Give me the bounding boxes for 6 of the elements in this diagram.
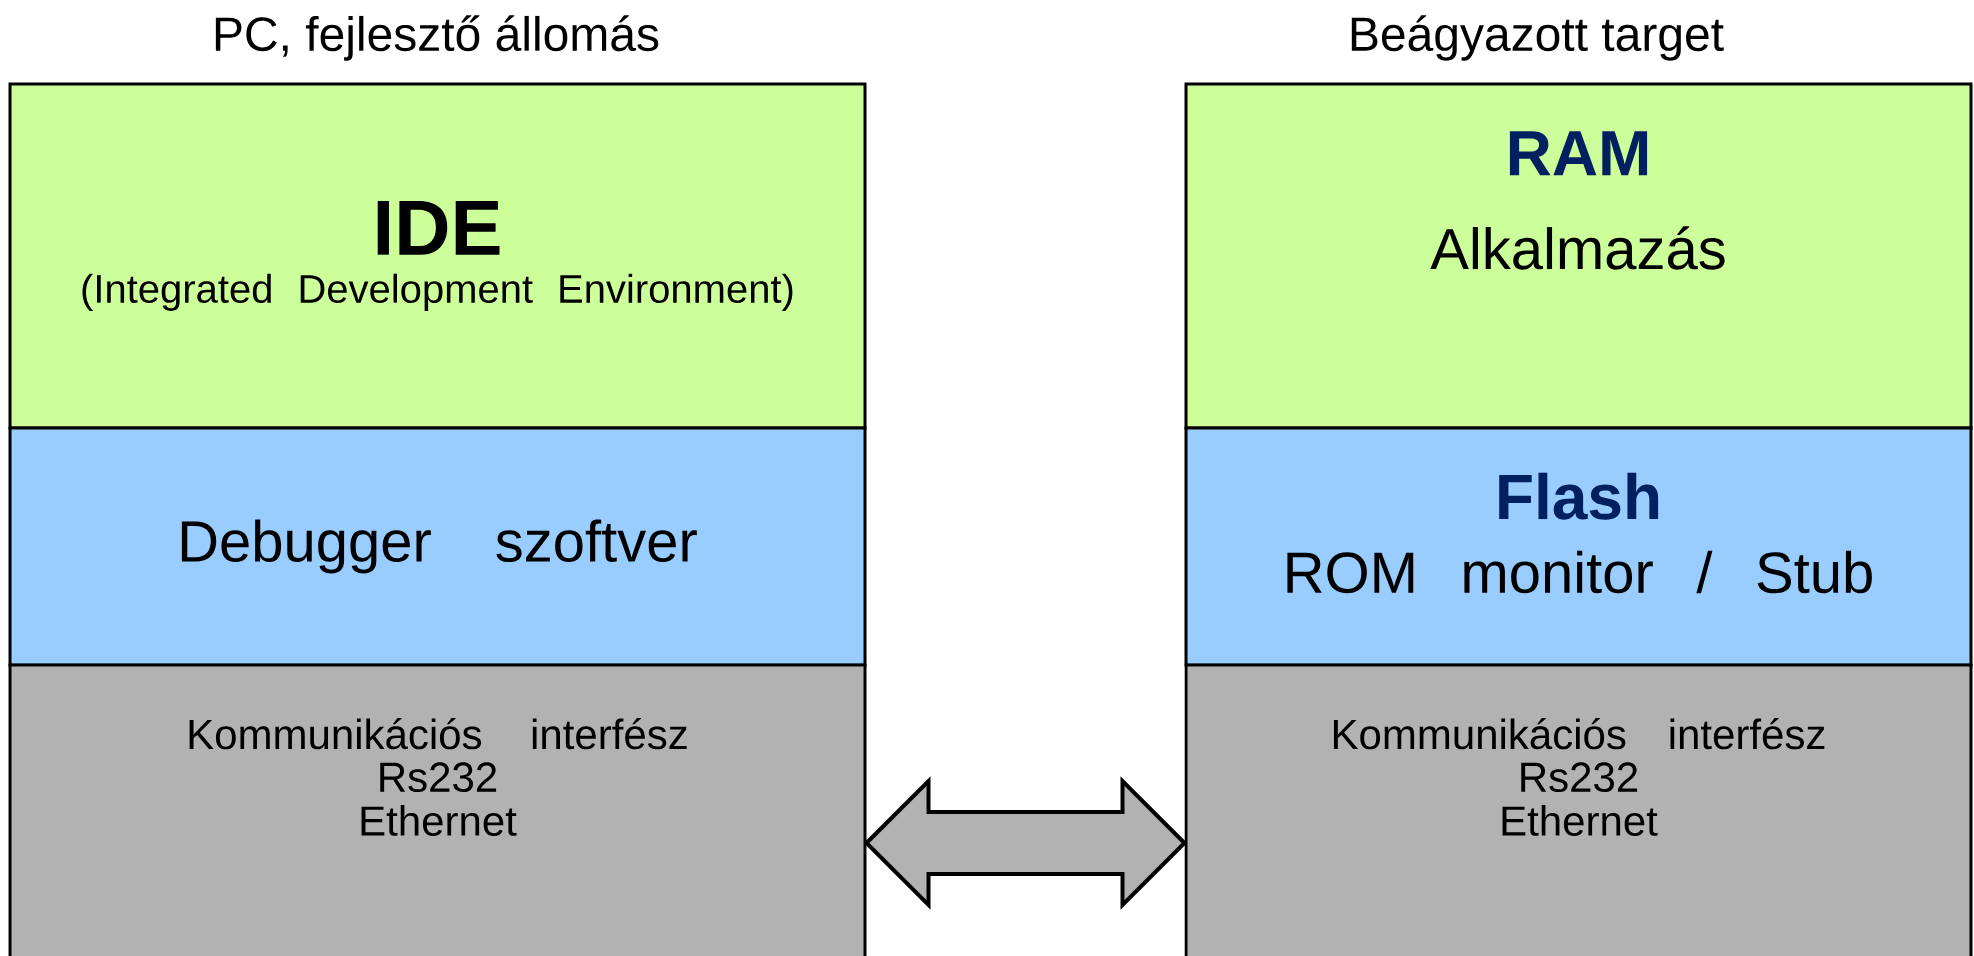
layer-box: Kommunikációs interfész Rs232 Ethernet: [1184, 663, 1973, 956]
layer-box: IDE (Integrated Development Environment): [8, 82, 867, 430]
layer-box: RAM Alkalmazás: [1184, 82, 1973, 430]
layer-box: Kommunikációs interfész Rs232 Ethernet: [8, 663, 867, 956]
layer-box: Flash ROM monitor / Stub: [1184, 426, 1973, 667]
layer-box: Debugger szoftver: [8, 426, 867, 667]
